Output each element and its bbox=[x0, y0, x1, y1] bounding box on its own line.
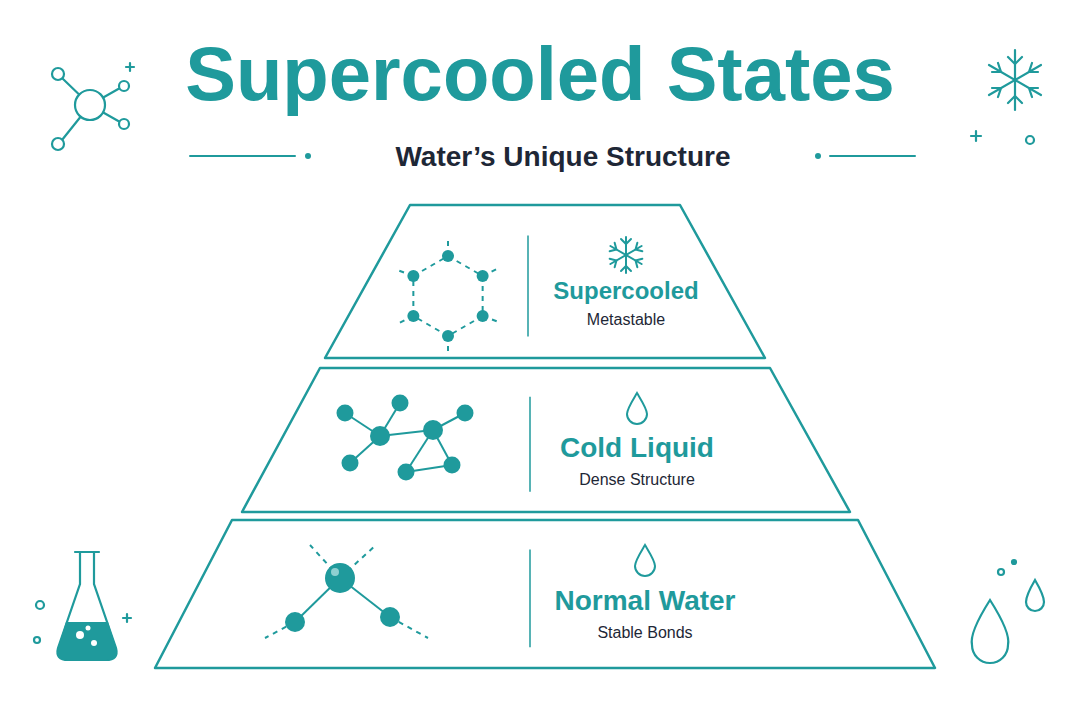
trapezoid bbox=[155, 520, 935, 668]
band-outline bbox=[242, 368, 850, 512]
pyramid-band: Cold LiquidDense Structure bbox=[242, 368, 850, 512]
band-outline bbox=[325, 205, 765, 358]
divider bbox=[529, 550, 531, 648]
molecule-art bbox=[397, 238, 498, 354]
molecule-art bbox=[337, 395, 474, 481]
drops-icon bbox=[972, 560, 1044, 663]
flask-icon bbox=[34, 552, 131, 660]
drop-icon bbox=[635, 545, 655, 576]
rule bbox=[830, 155, 915, 157]
snowflake-icon bbox=[610, 237, 643, 273]
title: Supercooled States bbox=[185, 36, 895, 112]
band-heading: Supercooled bbox=[553, 278, 698, 304]
subtitle: Water’s Unique Structure bbox=[391, 142, 734, 173]
dot bbox=[815, 153, 821, 159]
trapezoid bbox=[242, 368, 850, 512]
snowflake-icon bbox=[989, 50, 1041, 110]
divider bbox=[527, 236, 529, 337]
band-heading: Cold Liquid bbox=[560, 433, 714, 464]
molecule-icon bbox=[52, 63, 134, 150]
drop-icon bbox=[627, 393, 647, 424]
band-subtext: Stable Bonds bbox=[554, 623, 735, 642]
pyramid-band: SupercooledMetastable bbox=[325, 205, 765, 358]
band-outline bbox=[155, 520, 935, 668]
band-heading: Normal Water bbox=[554, 586, 735, 617]
sparkle bbox=[971, 131, 981, 141]
pyramid-band: Normal WaterStable Bonds bbox=[155, 520, 935, 668]
band-subtext: Metastable bbox=[553, 310, 698, 329]
rule bbox=[190, 155, 295, 157]
molecule-art bbox=[265, 545, 428, 638]
dot bbox=[1026, 136, 1034, 144]
divider bbox=[529, 397, 531, 492]
trapezoid bbox=[325, 205, 765, 358]
band-subtext: Dense Structure bbox=[560, 470, 714, 489]
dot bbox=[305, 153, 311, 159]
